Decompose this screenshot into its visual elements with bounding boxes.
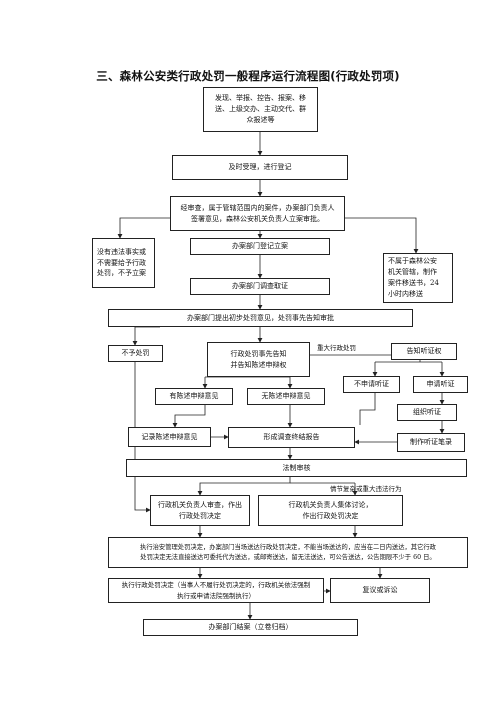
organize-hearing-node: 组织听证 <box>397 404 457 421</box>
record-statement-node: 记录陈述申辩意见 <box>128 427 211 447</box>
close-case-node: 办案部门结案（立卷归档） <box>143 619 358 636</box>
prior-notice-node: 行政处罚事先告知 并告知陈述申辩权 <box>207 342 310 377</box>
complex-case-label: 情节复杂或重大违法行为 <box>330 485 402 493</box>
register-case-node: 办案部门登记立案 <box>190 238 330 255</box>
hearing-request-node: 申请听证 <box>413 376 468 393</box>
legal-review-node: 法制审核 <box>126 459 467 477</box>
no-penalty-node: 不予处罚 <box>108 345 163 362</box>
execute-penalty-node: 执行行政处罚决定（当事人不履行处罚决定的，行政机关依法强制 执行或申请法院强制执… <box>108 578 324 603</box>
hearing-right-notice-node: 告知听证权 <box>391 343 457 360</box>
preliminary-opinion-node: 办案部门提出初步处罚意见，处罚事先告知审批 <box>108 309 413 327</box>
no-case-node: 没有违法事实或 不需要给予行政 处罚，不予立案 <box>92 238 155 288</box>
no-statement-node: 无陈述申辩意见 <box>247 388 325 405</box>
final-report-node: 形成调查终结报告 <box>228 427 355 448</box>
transfer-case-node: 不属于森林公安 机关管辖，制作 案件移送书，24 小时内移送 <box>383 253 453 303</box>
case-source-node: 发现、举报、控告、报案、移 送、上级交办、主动交代、群 众报述等 <box>203 87 318 132</box>
page-title: 三、森林公安类行政处罚一般程序运行流程图(行政处罚项) <box>96 69 400 83</box>
hearing-record-node: 制作听证笔录 <box>397 433 465 452</box>
reconsideration-node: 复议或诉讼 <box>330 578 430 603</box>
has-statement-node: 有陈述申辩意见 <box>155 388 233 405</box>
investigation-node: 办案部门调查取证 <box>190 278 330 295</box>
head-decision-node: 行政机关负责人审查，作出 行政处罚决定 <box>150 495 250 526</box>
no-hearing-request-node: 不申请听证 <box>343 376 400 393</box>
major-case-label: 重大行政处罚 <box>317 344 356 352</box>
accept-register-node: 及时受理，进行登记 <box>172 155 348 180</box>
review-approval-node: 经审查，属于管辖范围内的案件，办案部门负责人 签署意见，森林公安机关负责人立案审… <box>170 196 345 231</box>
collective-decision-node: 行政机关负责人集体讨论， 作出行政处罚决定 <box>258 495 403 526</box>
delivery-node: 执行治安管理处罚决定，办案部门当场送达行政处罚决定，不能当场送达的，应当在二日内… <box>108 537 468 568</box>
